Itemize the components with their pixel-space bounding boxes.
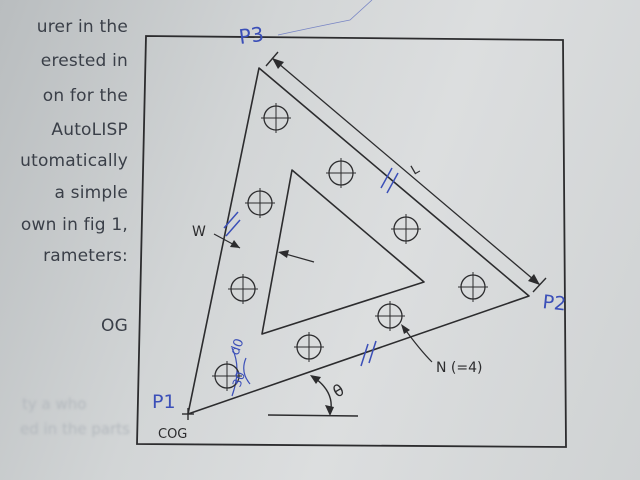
faint-text-1: ty a who: [22, 395, 87, 413]
bolt-hole: [326, 158, 356, 188]
label-dim-b: 30: [230, 370, 248, 389]
text-line-2: erested in: [40, 51, 128, 71]
bolt-hole: [375, 301, 405, 331]
text-line-9: OG: [101, 316, 128, 336]
cog-marker: [182, 408, 194, 420]
text-line-1: urer in the: [36, 17, 128, 37]
label-p3: P3: [237, 22, 265, 49]
bolt-hole: [391, 214, 421, 244]
bolt-hole: [245, 188, 275, 218]
angle-arc-arrow-bottom: [325, 405, 334, 416]
bolt-hole: [458, 272, 488, 302]
label-cog: COG: [158, 427, 187, 442]
length-dim-arrow-top: [272, 58, 284, 69]
text-line-4: AutoLISP: [51, 120, 128, 140]
text-line-8: rameters:: [43, 246, 128, 266]
length-dim-arrow-bottom: [528, 274, 540, 285]
holes-group: [212, 103, 488, 391]
text-line-7: own in fig 1,: [20, 215, 128, 235]
holes-leader-head: [401, 324, 410, 334]
stray-blue-line: [277, 0, 373, 36]
figure-frame: [136, 35, 567, 448]
label-p2: P2: [541, 291, 567, 315]
label-holes: N (=4): [436, 360, 482, 376]
label-p1: P1: [152, 391, 176, 413]
label-angle: θ: [330, 380, 348, 401]
text-line-5: utomatically: [20, 151, 128, 171]
bolt-hole: [228, 274, 258, 304]
equal-marks-left-edge: [223, 211, 241, 237]
label-dim-a: d0: [228, 337, 248, 358]
text-line-3: on for the: [42, 86, 128, 106]
equal-marks-right-edge: [380, 167, 399, 194]
text-line-6: a simple: [54, 183, 128, 203]
label-width: W: [192, 224, 206, 240]
bolt-hole: [294, 332, 324, 362]
inner-triangle: [261, 169, 425, 335]
angle-arc-arrow-top: [310, 375, 321, 384]
bolt-hole: [261, 103, 291, 133]
width-arrow-left-head: [230, 240, 240, 248]
angle-reference-line: [267, 414, 359, 417]
length-dim-tick-top: [265, 51, 279, 67]
width-arrow-inner-head: [278, 250, 289, 258]
equal-marks-bottom-edge: [360, 340, 377, 367]
faint-text-2: ed in the parts: [20, 420, 130, 438]
holes-leader-line: [403, 327, 433, 363]
outer-triangle: [187, 67, 530, 415]
length-dimension-line: [271, 57, 541, 286]
length-dim-tick-bottom: [532, 277, 547, 293]
bolt-hole: [212, 361, 242, 391]
